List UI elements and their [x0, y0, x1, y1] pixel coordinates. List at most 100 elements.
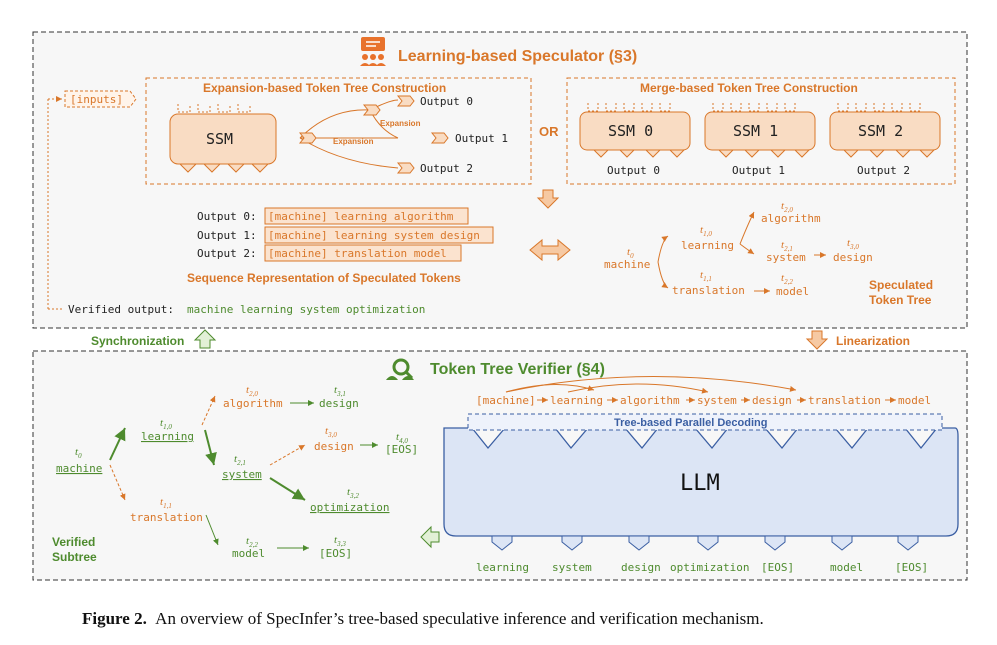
verified-subtree-label-1: Verified [52, 535, 95, 549]
llm-outputs: learning system design optimization [EOS… [476, 561, 928, 574]
tree-node-t30: design [314, 440, 354, 453]
merge-output-2: Output 2 [857, 164, 910, 177]
seq-token-1: learning [550, 394, 603, 407]
seq-token-6: model [898, 394, 931, 407]
tree-node-t10: learning [141, 430, 194, 443]
tree-node-t11: translation [130, 511, 203, 524]
spec-node-t22: model [776, 285, 809, 298]
llm-label: LLM [680, 471, 720, 496]
svg-text:t0: t0 [75, 446, 82, 460]
sync-up-arrow-icon [193, 329, 217, 349]
seq-token-4: design [752, 394, 792, 407]
verified-output-text: machine learning system optimization [187, 303, 425, 316]
merge-box [566, 77, 956, 185]
verifier-icon [386, 358, 414, 380]
merge-output-0: Output 0 [607, 164, 660, 177]
svg-text:t0: t0 [627, 246, 634, 260]
verifier-title: Token Tree Verifier (§4) [430, 361, 605, 378]
llm-output-4: [EOS] [761, 561, 794, 574]
caption-label: Figure 2. [82, 609, 147, 628]
spec-node-t0: machine [604, 258, 650, 271]
inputs-tag: [inputs] [64, 90, 137, 108]
merge-ssm-1: SSM 1 [704, 103, 816, 158]
merge-title: Merge-based Token Tree Construction [640, 81, 858, 95]
seq-token-0: [machine] [476, 394, 536, 407]
ssm-label: SSM [206, 130, 233, 148]
llm-output-0: learning [476, 561, 529, 574]
sequence-text-1: [machine] learning system design [268, 229, 480, 242]
or-label: OR [539, 124, 559, 139]
svg-text:t1,1: t1,1 [160, 496, 172, 510]
caption-text: An overview of SpecInfer’s tree-based sp… [155, 609, 764, 628]
parallel-decoding-label: Tree-based Parallel Decoding [614, 417, 767, 429]
speculator-panel [32, 31, 968, 329]
expansion-output-2: Output 2 [420, 162, 473, 175]
spec-node-t30: design [833, 251, 873, 264]
seq-token-5: translation [808, 394, 881, 407]
linearization-label: Linearization [836, 334, 910, 348]
spec-node-t10: learning [681, 239, 734, 252]
spec-node-t20: algorithm [761, 212, 821, 225]
svg-text:t2,1: t2,1 [781, 239, 793, 253]
inputs-label: [inputs] [70, 93, 123, 106]
speculated-tree-edges [657, 211, 826, 294]
svg-text:t2,1: t2,1 [234, 453, 246, 467]
spec-node-t11: translation [672, 284, 745, 297]
svg-text:t3,1: t3,1 [334, 384, 346, 398]
llm-output-ports [491, 535, 919, 551]
svg-text:t1,1: t1,1 [700, 269, 712, 283]
sequence-text-0: [machine] learning algorithm [268, 210, 454, 223]
llm-output-6: [EOS] [895, 561, 928, 574]
speculator-icon [360, 37, 386, 66]
expansion-output-0: Output 0 [420, 95, 473, 108]
llm-output-5: model [830, 561, 863, 574]
tree-node-t33: [EOS] [319, 547, 352, 560]
synchronization-label: Synchronization [91, 334, 184, 348]
speculator-title: Learning-based Speculator (§3) [398, 48, 637, 65]
ssm-block: SSM [169, 104, 277, 173]
verified-output-label: Verified output: [68, 303, 174, 316]
merge-ssm-0: SSM 0 [579, 103, 691, 158]
tree-node-t0: machine [56, 462, 102, 475]
llm-block: Tree-based Parallel Decoding LLM [443, 413, 959, 537]
tree-node-t32: optimization [310, 501, 389, 514]
verified-tree-edges [109, 395, 378, 551]
expansion-box [145, 77, 532, 185]
verified-subtree-label-2: Subtree [52, 550, 97, 564]
sequence-label-0: Output 0: [197, 210, 257, 223]
llm-output-3: optimization [670, 561, 749, 574]
speculated-tree-title-2: Token Tree [869, 293, 932, 307]
bidirectional-arrow-icon [529, 238, 571, 262]
sequence-text-2: [machine] translation model [268, 247, 447, 260]
llm-output-2: design [621, 561, 661, 574]
sequence-list: Output 0: [machine] learning algorithm O… [197, 207, 494, 262]
expansion-title: Expansion-based Token Tree Construction [203, 81, 446, 95]
tree-node-t22: model [232, 547, 265, 560]
left-arrow-icon [420, 525, 440, 549]
linear-sequence-arcs [505, 376, 896, 403]
tree-node-t20: algorithm [223, 397, 283, 410]
figure-caption: Figure 2. An overview of SpecInfer’s tre… [82, 609, 764, 628]
merge-ssm-label-2: SSM 2 [858, 122, 903, 140]
merge-ssm-2: SSM 2 [829, 103, 941, 158]
linearization-down-arrow-icon [805, 330, 829, 350]
merge-ssm-label-1: SSM 1 [733, 122, 778, 140]
llm-output-1: system [552, 561, 592, 574]
expansion-edge-label-1: Expansion [333, 137, 374, 146]
merge-ssm-label-0: SSM 0 [608, 122, 653, 140]
tree-node-t31: design [319, 397, 359, 410]
sequence-title: Sequence Representation of Speculated To… [187, 271, 461, 285]
down-arrow-icon [536, 189, 560, 209]
seq-token-2: algorithm [620, 394, 680, 407]
tree-node-t40: [EOS] [385, 443, 418, 456]
linear-sequence: [machine] learning algorithm system desi… [476, 394, 931, 407]
seq-token-3: system [697, 394, 737, 407]
speculated-tree-title-1: Speculated [869, 278, 933, 292]
sequence-label-2: Output 2: [197, 247, 257, 260]
sequence-label-1: Output 1: [197, 229, 257, 242]
spec-node-t21: system [766, 251, 806, 264]
merge-output-1: Output 1 [732, 164, 785, 177]
tree-node-t21: system [222, 468, 262, 481]
expansion-edge-label-2: Expansion [380, 119, 421, 128]
